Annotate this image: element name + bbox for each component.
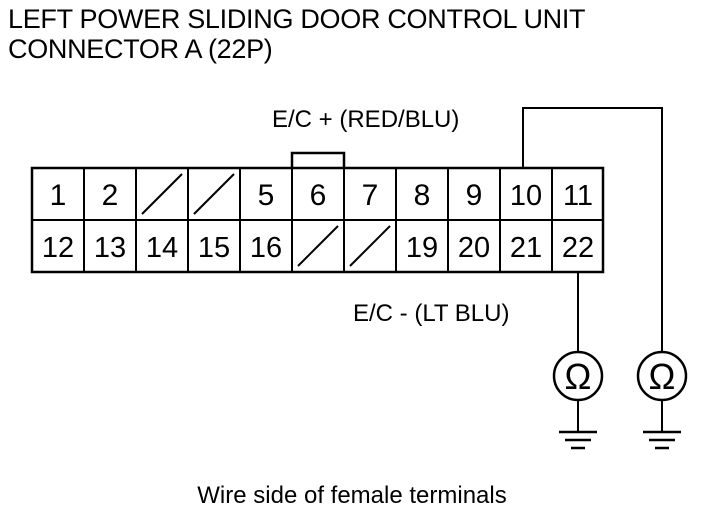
terminal-21: 21 bbox=[510, 232, 542, 264]
terminal-8: 8 bbox=[414, 179, 431, 212]
terminal-16: 16 bbox=[250, 232, 282, 264]
wire-ec-plus bbox=[522, 107, 663, 352]
connector-lock-tab bbox=[290, 151, 346, 168]
empty-terminal-slash bbox=[141, 173, 183, 215]
terminal-13: 13 bbox=[94, 232, 126, 264]
terminal-12: 12 bbox=[42, 232, 74, 264]
empty-terminal-slash bbox=[349, 225, 391, 267]
terminal-7: 7 bbox=[362, 179, 379, 212]
caption: Wire side of female terminals bbox=[197, 482, 507, 509]
terminal-2: 2 bbox=[102, 179, 119, 212]
ground-icon bbox=[559, 430, 597, 450]
terminal-15: 15 bbox=[198, 232, 230, 264]
terminal-20: 20 bbox=[458, 232, 490, 264]
title-line-2: CONNECTOR A (22P) bbox=[8, 34, 273, 64]
terminal-19: 19 bbox=[406, 232, 438, 264]
empty-terminal-slash bbox=[297, 225, 339, 267]
terminal-11: 11 bbox=[563, 180, 593, 212]
ec-plus-label: E/C + (RED/BLU) bbox=[272, 106, 460, 133]
ohmmeter-icon: Ω bbox=[552, 350, 604, 402]
terminal-6: 6 bbox=[310, 179, 327, 212]
ec-minus-label: E/C - (LT BLU) bbox=[353, 300, 510, 327]
terminal-14: 14 bbox=[146, 232, 178, 264]
terminal-22: 22 bbox=[562, 232, 594, 264]
title-line-1: LEFT POWER SLIDING DOOR CONTROL UNIT bbox=[8, 4, 586, 34]
ohmmeter-icon: Ω bbox=[636, 350, 688, 402]
ground-icon bbox=[643, 430, 681, 450]
terminal-9: 9 bbox=[466, 179, 483, 212]
empty-terminal-slash bbox=[193, 173, 235, 215]
terminal-5: 5 bbox=[258, 179, 275, 212]
svg-text:Ω: Ω bbox=[565, 356, 592, 397]
terminal-10: 10 bbox=[510, 180, 542, 212]
svg-text:Ω: Ω bbox=[649, 356, 676, 397]
diagram-title: LEFT POWER SLIDING DOOR CONTROL UNIT CON… bbox=[8, 4, 586, 64]
terminal-1: 1 bbox=[50, 179, 67, 212]
